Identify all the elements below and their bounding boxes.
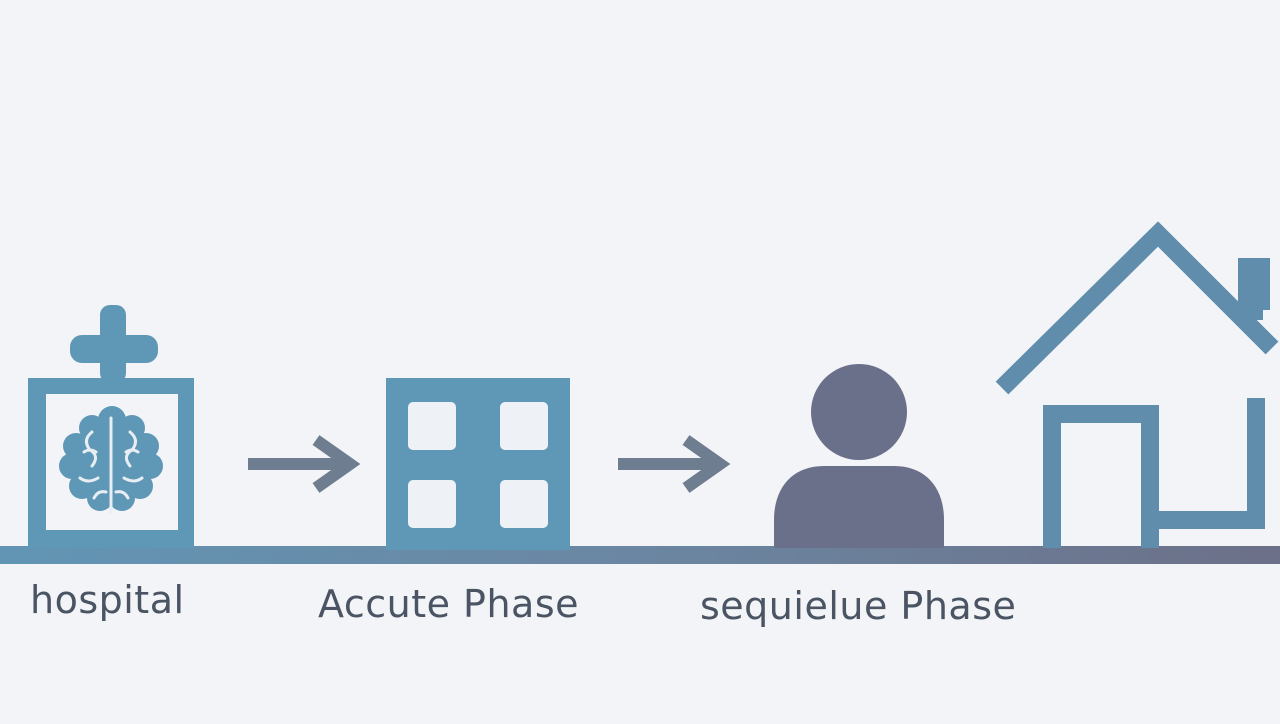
house-icon <box>995 221 1279 548</box>
arrow-right-icon <box>618 435 731 493</box>
arrow-right-icon <box>248 435 361 493</box>
stage-label-hospital: hospital <box>30 578 185 622</box>
building-windows-icon <box>386 378 570 550</box>
hospital-brain-icon <box>28 305 194 548</box>
chimney <box>1238 258 1270 310</box>
person-icon <box>774 364 944 548</box>
stage-label-acute-phase: Accute Phase <box>318 582 580 626</box>
timeline-baseline <box>0 546 1280 564</box>
stage-label-sequelae-phase: sequielue Phase <box>700 584 1017 628</box>
